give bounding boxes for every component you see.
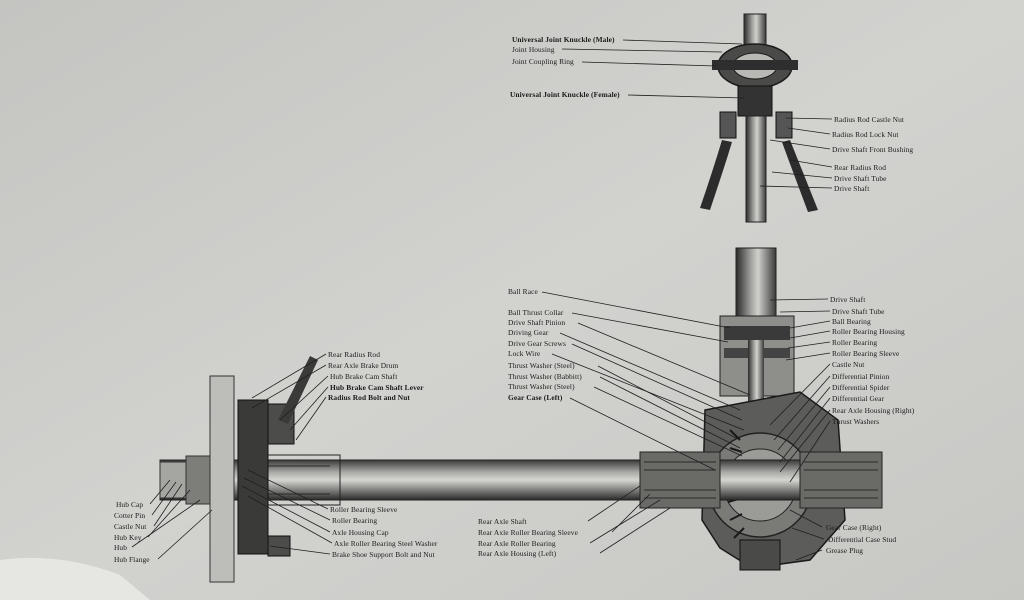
label-ball-race: Ball Race [508,287,538,296]
label-hub-brake-cam-shaft: Hub Brake Cam Shaft [330,372,398,381]
torn-corner [0,557,150,600]
label-hub-key: Hub Key [114,533,142,542]
label-joint-coupling-ring: Joint Coupling Ring [512,57,574,66]
label-differential-spider: Differential Spider [832,383,890,392]
label-drive-shaft-right: Drive Shaft [830,295,866,304]
label-thrust-washer-steel-2: Thrust Washer (Steel) [508,382,575,391]
label-drive-shaft-tube-right: Drive Shaft Tube [832,307,885,316]
hub-and-brake-drum [159,356,318,583]
label-drive-shaft-tube-top: Drive Shaft Tube [834,174,887,183]
label-driving-gear: Driving Gear [508,328,549,337]
label-universal-joint-knuckle-male: Universal Joint Knuckle (Male) [512,35,615,44]
label-hub: Hub [114,543,128,552]
label-axle-housing-cap: Axle Housing Cap [332,528,389,537]
label-ball-bearing: Ball Bearing [832,317,871,326]
label-roller-bearing-left: Roller Bearing [332,516,378,525]
label-castle-nut-left: Castle Nut [114,522,147,531]
label-gear-case-left: Gear Case (Left) [508,393,563,402]
label-drive-shaft-top: Drive Shaft [834,184,870,193]
label-drive-shaft-pinion: Drive Shaft Pinion [508,318,566,327]
label-universal-joint-knuckle-female: Universal Joint Knuckle (Female) [510,90,620,99]
label-rear-axle-housing-left: Rear Axle Housing (Left) [478,549,557,558]
label-rear-axle-brake-drum: Rear Axle Brake Drum [328,361,399,370]
label-hub-cap: Hub Cap [116,500,144,509]
axle-housing [159,451,883,509]
label-roller-bearing-right: Roller Bearing [832,338,878,347]
label-joint-housing: Joint Housing [512,45,555,54]
label-rear-axle-roller-bearing: Rear Axle Roller Bearing [478,539,556,548]
label-rear-radius-rod-left: Rear Radius Rod [328,350,380,359]
label-thrust-washer-steel-1: Thrust Washer (Steel) [508,361,575,370]
label-roller-bearing-sleeve-right: Roller Bearing Sleeve [832,349,900,358]
label-rear-axle-housing-right: Rear Axle Housing (Right) [832,406,915,415]
label-differential-gear: Differential Gear [832,394,885,403]
label-rear-axle-roller-bearing-sleeve: Rear Axle Roller Bearing Sleeve [478,528,578,537]
label-thrust-washer-babbitt: Thrust Washer (Babbitt) [508,372,582,381]
label-ball-thrust-collar: Ball Thrust Collar [508,308,564,317]
label-castle-nut-right: Castle Nut [832,360,865,369]
label-roller-bearing-sleeve-left: Roller Bearing Sleeve [330,505,398,514]
label-roller-bearing-housing: Roller Bearing Housing [832,327,905,336]
label-rear-radius-rod-top: Rear Radius Rod [834,163,886,172]
label-brake-shoe-support-bolt-and-nut: Brake Shoe Support Bolt and Nut [332,550,435,559]
label-thrust-washers: Thrust Washers [832,417,880,426]
label-grease-plug: Grease Plug [826,546,864,555]
label-differential-case-stud: Differential Case Stud [828,535,897,544]
label-radius-rod-lock-nut: Radius Rod Lock Nut [832,130,899,139]
label-hub-brake-cam-shaft-lever: Hub Brake Cam Shaft Lever [330,383,424,392]
label-drive-shaft-front-bushing: Drive Shaft Front Bushing [832,145,914,154]
label-radius-rod-bolt-and-nut: Radius Rod Bolt and Nut [328,393,410,402]
label-rear-axle-shaft: Rear Axle Shaft [478,517,527,526]
leader-lines [131,39,833,561]
label-hub-flange: Hub Flange [114,555,150,564]
label-lock-wire: Lock Wire [508,349,541,358]
label-axle-roller-bearing-steel-washer: Axle Roller Bearing Steel Washer [334,539,438,548]
label-drive-gear-screws: Drive Gear Screws [508,339,566,348]
label-radius-rod-castle-nut: Radius Rod Castle Nut [834,115,905,124]
universal-joint-assembly [700,13,818,223]
label-gear-case-right: Gear Case (Right) [826,523,882,532]
label-differential-pinion: Differential Pinion [832,372,890,381]
label-cotter-pin: Cotter Pin [114,511,146,520]
